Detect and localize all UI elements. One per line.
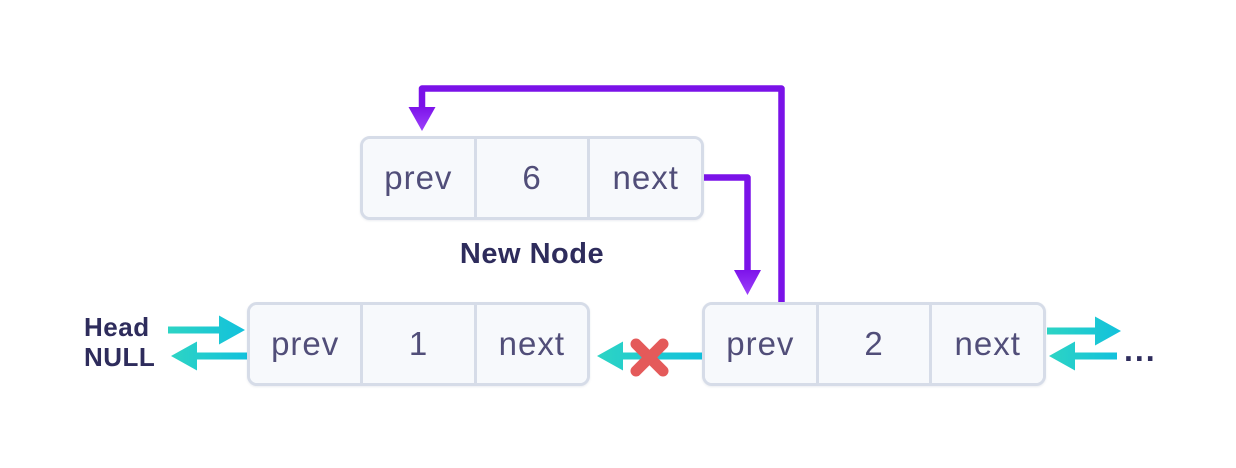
head-label: Head [84,312,150,342]
arrow-node2-next-to-rest [1047,316,1121,346]
arrowhead-newnode-prev-icon [408,107,436,131]
red-x-icon [630,338,669,377]
node2-box: prev 2 next [702,302,1046,386]
null-label: NULL [84,342,156,372]
new-node-next-cell: next [587,139,701,217]
arrowhead-node2-top-icon [734,270,761,295]
new-node-caption: New Node [459,238,605,270]
arrow-head-to-node1 [168,315,245,345]
head-null-labels: Head NULL [84,312,155,372]
list-continuation-ellipsis: ... [1124,332,1157,368]
node2-value-cell: 2 [815,305,930,383]
arrow-node2-to-newnode-prev [418,85,785,303]
node1-prev-cell: prev [250,305,361,383]
arrow-node1-prev-to-null [171,341,247,371]
arrow-newnode-next-to-node2 [704,174,751,274]
new-node-prev-cell: prev [363,139,474,217]
node2-next-cell: next [929,305,1043,383]
arrow-rest-to-node2 [1049,341,1117,371]
node1-value-cell: 1 [360,305,474,383]
node2-prev-cell: prev [705,305,816,383]
new-node-box: prev 6 next [360,136,704,220]
node1-next-cell: next [473,305,587,383]
node1-box: prev 1 next [247,302,590,386]
new-node-value-cell: 6 [473,139,588,217]
